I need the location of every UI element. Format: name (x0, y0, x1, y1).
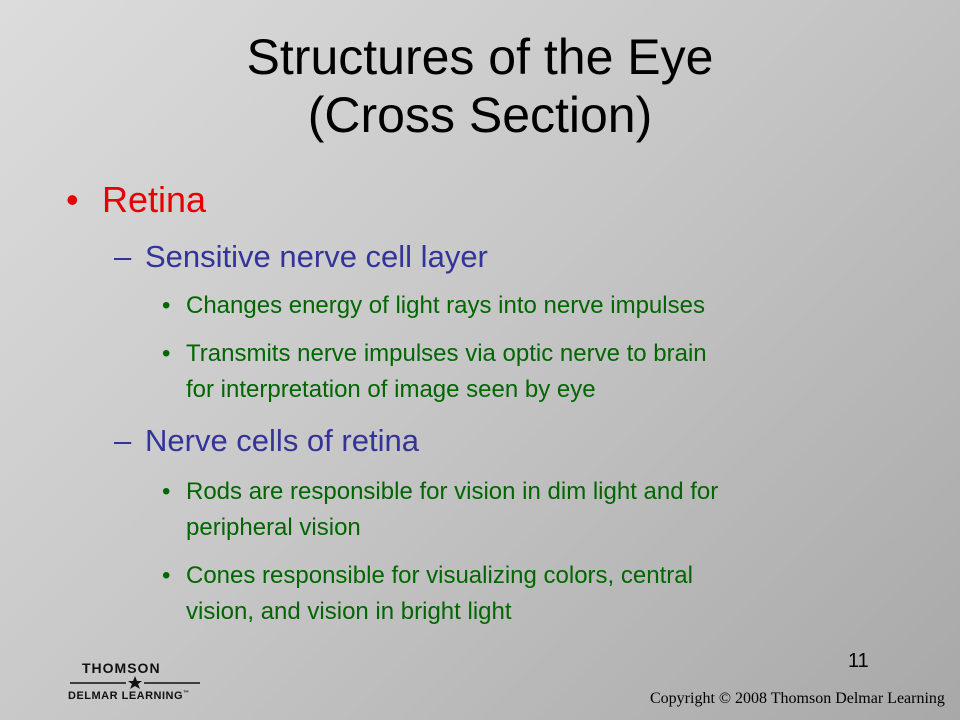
detail-bullet-cones: • Cones responsible for visualizing colo… (162, 558, 922, 630)
detail-bullet-changes-energy: • Changes energy of light rays into nerv… (162, 288, 922, 324)
detail-bullet-transmits: • Transmits nerve impulses via optic ner… (162, 336, 922, 408)
sub-bullet-text: Nerve cells of retina (145, 423, 419, 458)
detail-text-line-2: peripheral vision (186, 514, 361, 541)
dash-mark: – (114, 239, 132, 274)
bullet-retina: • Retina (66, 176, 206, 224)
logo-bottom-word: DELMAR LEARNING™ (68, 690, 190, 702)
detail-text-line-2: vision, and vision in bright light (186, 598, 512, 625)
star-line-icon (70, 676, 200, 689)
sub-bullet-text: Sensitive nerve cell layer (145, 239, 488, 274)
detail-text-line-2: for interpretation of image seen by eye (186, 376, 596, 403)
title-line-1: Structures of the Eye (246, 29, 714, 85)
copyright-notice: Copyright © 2008 Thomson Delmar Learning (650, 690, 945, 707)
dash-mark: – (114, 423, 132, 458)
bullet-mark: • (162, 292, 171, 319)
bullet-text: Retina (102, 179, 207, 220)
slide-title: Structures of the Eye (Cross Section) (60, 28, 900, 144)
sub-bullet-sensitive-layer: –Sensitive nerve cell layer (114, 238, 488, 276)
bullet-mark: • (162, 562, 171, 589)
title-line-2: (Cross Section) (307, 87, 653, 143)
detail-text: Changes energy of light rays into nerve … (186, 292, 705, 319)
bullet-mark: • (162, 340, 171, 367)
bullet-mark: • (162, 478, 171, 505)
thomson-delmar-logo: THOMSON DELMAR LEARNING™ (66, 660, 216, 710)
page-number: 11 (848, 650, 869, 672)
detail-text-line-1: Transmits nerve impulses via optic nerve… (186, 340, 707, 367)
bullet-mark: • (66, 179, 79, 220)
detail-bullet-rods: • Rods are responsible for vision in dim… (162, 474, 922, 546)
detail-text-line-1: Rods are responsible for vision in dim l… (186, 478, 719, 505)
sub-bullet-nerve-cells: –Nerve cells of retina (114, 422, 419, 460)
detail-text-line-1: Cones responsible for visualizing colors… (186, 562, 693, 589)
logo-top-word: THOMSON (82, 660, 161, 676)
